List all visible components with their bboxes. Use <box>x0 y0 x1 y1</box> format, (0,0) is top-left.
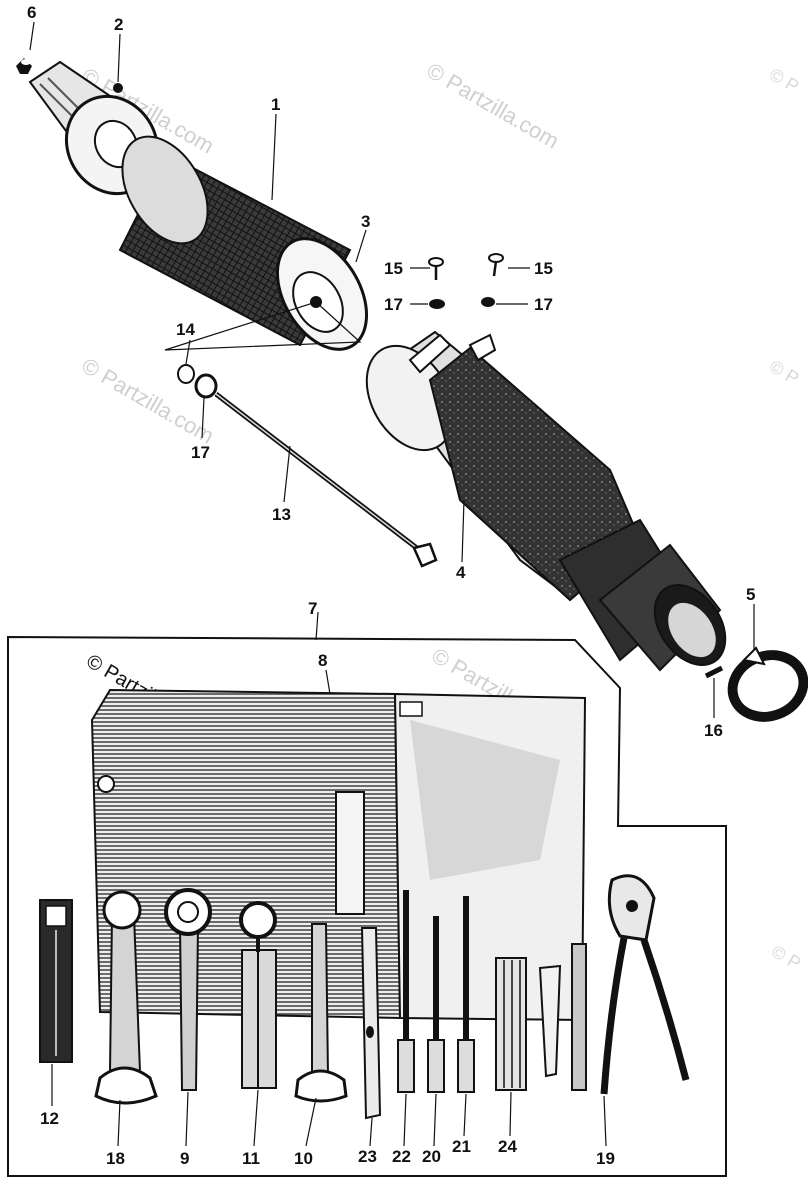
callout-1: 1 <box>271 95 280 114</box>
washer-17-left <box>194 373 218 399</box>
leader-lines <box>29 21 755 1147</box>
screwdriver-22 <box>397 890 415 1093</box>
callout-2: 2 <box>114 15 123 34</box>
callout-6: 6 <box>27 3 36 22</box>
washer-14 <box>177 364 195 384</box>
socket-wrench-12 <box>39 899 73 1063</box>
watermark-7: © P <box>768 941 804 973</box>
wrench-10 <box>294 923 348 1103</box>
screw-15-right <box>488 253 504 277</box>
callout-5: 5 <box>746 585 755 604</box>
callout-17-left: 17 <box>191 443 210 462</box>
callouts: 6 2 1 3 15 17 15 17 14 17 13 4 5 16 7 8 … <box>27 3 755 1168</box>
callout-8: 8 <box>318 651 327 670</box>
wrench-18 <box>94 890 158 1105</box>
wing-nut <box>16 58 32 74</box>
callout-7: 7 <box>308 599 317 618</box>
callout-19: 19 <box>596 1149 615 1168</box>
callout-22: 22 <box>392 1147 411 1166</box>
wrench-11 <box>239 901 277 1089</box>
screwdriver-20 <box>427 916 445 1093</box>
cleaner-body <box>365 330 727 672</box>
filter-element <box>118 135 369 351</box>
leader-3-triangle <box>164 301 362 351</box>
callout-4: 4 <box>456 563 466 582</box>
callout-12: 12 <box>40 1109 59 1128</box>
callout-17-right: 17 <box>534 295 553 314</box>
cleaner-cap <box>28 60 160 196</box>
wrench-9 <box>164 888 212 1091</box>
screwdriver-23 <box>360 927 382 1120</box>
watermark-6: © P <box>766 356 802 388</box>
callout-3: 3 <box>361 212 370 231</box>
pliers-19 <box>600 874 690 1095</box>
toolkit-frame <box>7 635 727 1177</box>
callout-9: 9 <box>180 1149 189 1168</box>
watermark-2: © Partzilla.com <box>423 58 564 154</box>
long-bolt <box>214 392 438 568</box>
callout-18: 18 <box>106 1149 125 1168</box>
callout-15-right: 15 <box>534 259 553 278</box>
callout-24: 24 <box>498 1137 517 1156</box>
callout-17-middle: 17 <box>384 295 403 314</box>
screwdriver-21 <box>457 896 475 1093</box>
callout-10: 10 <box>294 1149 313 1168</box>
clamp-screw <box>704 665 724 679</box>
pin-tool <box>571 943 587 1091</box>
callout-21: 21 <box>452 1137 471 1156</box>
callout-11: 11 <box>242 1149 260 1168</box>
callout-14: 14 <box>176 320 195 339</box>
callout-13: 13 <box>272 505 291 524</box>
screw-15-left <box>428 257 444 280</box>
callout-15-left: 15 <box>384 259 403 278</box>
callout-23: 23 <box>358 1147 377 1166</box>
washer-17-middle <box>429 299 445 309</box>
hose-clamp <box>727 646 808 722</box>
screwdriver-24 <box>495 957 527 1091</box>
callout-16: 16 <box>704 721 723 740</box>
watermark-3: © Partzilla.com <box>78 353 219 449</box>
watermark-5: © P <box>766 64 802 96</box>
feeler-blade <box>538 964 562 1078</box>
washer-17-right <box>481 297 495 307</box>
callout-20: 20 <box>422 1147 441 1166</box>
